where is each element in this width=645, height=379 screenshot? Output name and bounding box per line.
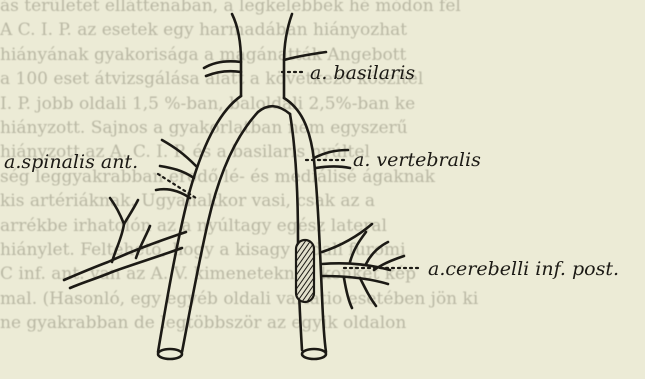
pica-branch-upper (322, 224, 372, 252)
left-twig-upper (162, 140, 196, 166)
pica-branch-main-bottom (322, 276, 388, 284)
right-twig-upper-2 (316, 167, 350, 169)
label-cerebelli-inf-post: a.cerebelli inf. post. (428, 258, 619, 280)
label-spinalis-ant: a.spinalis ant. (4, 151, 138, 173)
pica-twig-2 (366, 242, 388, 264)
spinalis-ant-twig-4 (136, 226, 150, 258)
right-vertebral-artery-cut-end (302, 349, 326, 359)
right-twig-upper (314, 150, 348, 158)
left-vertebral-artery-cut-end (158, 349, 182, 359)
basilar-artery-left-wall (232, 14, 241, 96)
right-vertebral-artery-outer (284, 98, 326, 352)
spinalis-ant-branch-upper (64, 232, 186, 280)
basilar-branch-right (284, 52, 326, 60)
left-twig-upper-2 (160, 166, 194, 178)
left-vertebral-artery-outer (158, 96, 241, 352)
label-basilaris: a. basilaris (310, 62, 415, 84)
spinalis-ant-twig-2 (110, 198, 124, 224)
label-vertebralis: a. vertebralis (353, 149, 481, 171)
basilar-branch-left-inner (206, 71, 241, 76)
basilar-branch-left (204, 61, 241, 68)
spinalis-ant-twig-3 (124, 200, 138, 224)
right-vertebral-artery-inner (290, 114, 302, 350)
pica-twig-4 (344, 278, 352, 308)
left-vertebral-artery-inner (182, 112, 258, 352)
occlusion-hatched-segment (296, 240, 314, 302)
pica-twig-1 (350, 232, 366, 262)
vertebral-junction (258, 106, 290, 114)
pica-twig-3 (360, 278, 376, 306)
basilar-artery-right-wall (284, 14, 292, 98)
